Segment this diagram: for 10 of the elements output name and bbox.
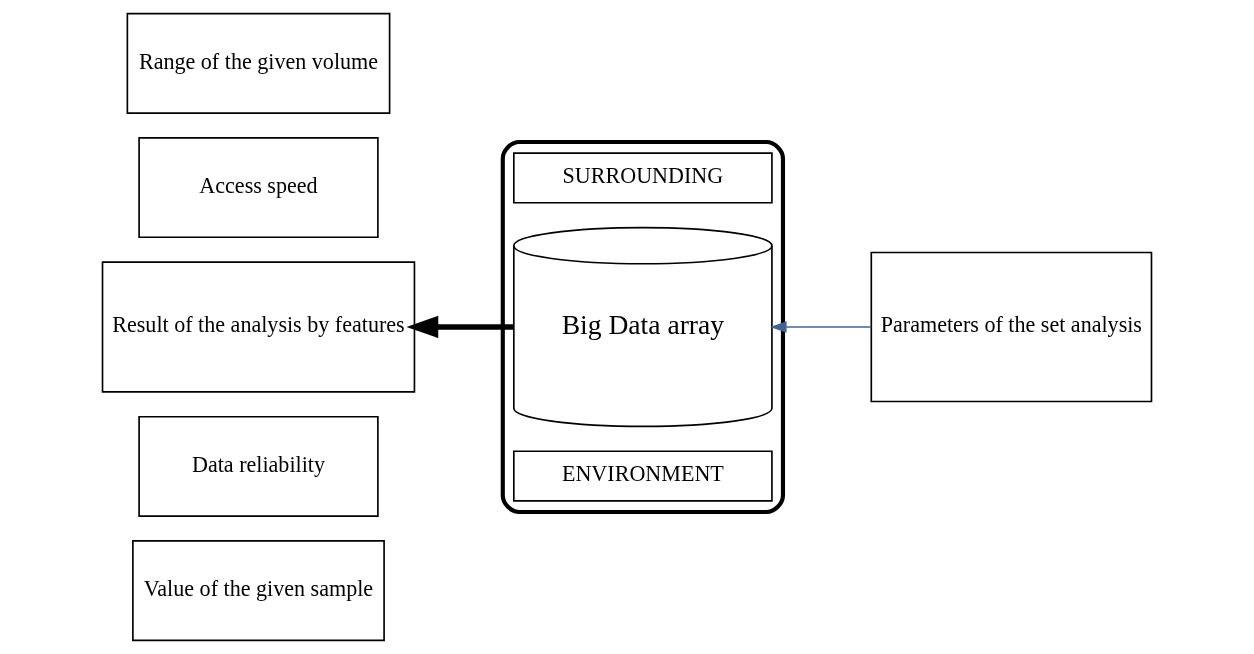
arrow xyxy=(770,321,872,333)
node-box: SURROUNDING xyxy=(513,152,773,204)
node-box: Data reliability xyxy=(138,415,379,517)
node-box: Parameters of the set analysis xyxy=(870,251,1153,403)
node-box: Access speed xyxy=(138,137,379,239)
arrow xyxy=(406,315,514,339)
node-box: Value of the given sample xyxy=(132,540,385,642)
node-box: Result of the analysis by features xyxy=(101,261,416,393)
node-box: Range of the given volume xyxy=(126,12,391,114)
node-box: ENVIRONMENT xyxy=(513,450,773,502)
